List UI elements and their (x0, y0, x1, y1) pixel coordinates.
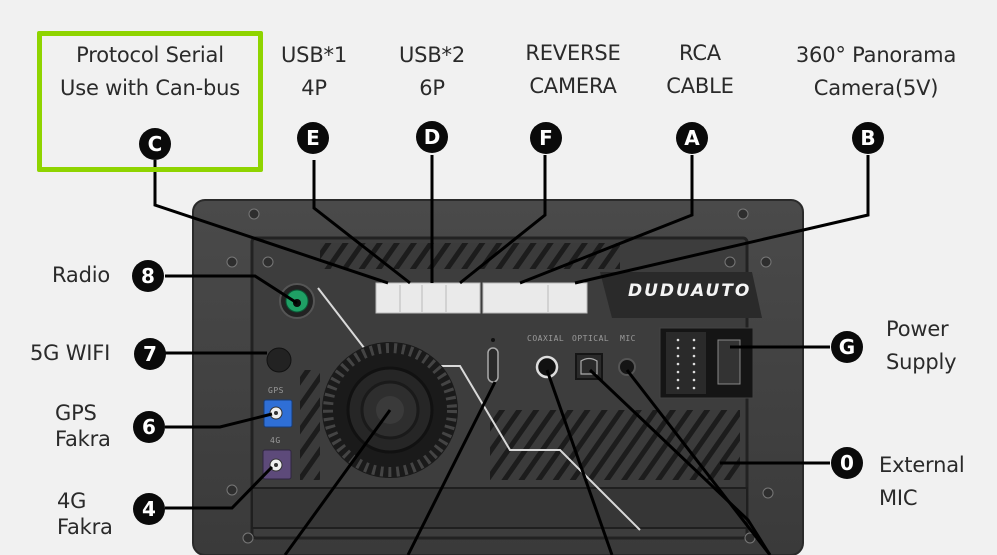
power-supply-connector (659, 327, 754, 399)
screws (226, 208, 774, 544)
multi-pin-connectors (375, 282, 588, 314)
4g-port-label: 4G (270, 436, 281, 445)
radio-connector (279, 283, 315, 319)
callout-badge-8: 8 (132, 260, 164, 292)
callout-label-gps-fakra: GPS Fakra (55, 400, 111, 452)
callout-label-external-mic: External MIC (879, 449, 965, 515)
mic-port (618, 358, 636, 376)
callout-badge-7: 7 (134, 338, 166, 370)
callout-label-power-supply: Power Supply (886, 313, 957, 379)
callout-label-usb1: USB*1 4P (266, 39, 362, 105)
leader-lines (153, 155, 870, 555)
label-line: USB*1 (281, 43, 347, 67)
label-line: 4G (57, 489, 87, 513)
side-vent (300, 370, 320, 480)
label-line: 6P (419, 76, 445, 100)
label-line: CAMERA (529, 74, 617, 98)
coaxial-port (535, 355, 559, 379)
callout-label-protocol-serial: Protocol Serial Use with Can-bus (45, 39, 255, 105)
label-line: GPS (55, 401, 97, 425)
callout-badge-c: C (139, 128, 171, 160)
label-line: Fakra (57, 515, 113, 539)
brand-logo: DUDUAUTO (628, 281, 752, 301)
label-line: Power (886, 317, 949, 341)
brand-plate (600, 272, 762, 318)
label-line: Protocol Serial (76, 43, 224, 67)
callout-badge-g: G (831, 331, 863, 363)
label-line: USB*2 (399, 43, 465, 67)
callout-badge-a: A (676, 122, 708, 154)
usb-c-port (487, 347, 499, 383)
lower-vent (490, 410, 740, 480)
label-line: 4P (301, 76, 327, 100)
label-line: Camera(5V) (813, 76, 939, 100)
callout-label-reverse-camera: REVERSE CAMERA (508, 37, 638, 103)
callout-label-rca-cable: RCA CABLE (650, 37, 750, 103)
callout-label-usb2: USB*2 6P (384, 39, 480, 105)
coaxial-port-label: COAXIAL (527, 334, 565, 343)
label-line: MIC (879, 486, 918, 510)
optical-port-label: OPTICAL (572, 334, 610, 343)
callout-label-360-camera: 360° Panorama Camera(5V) (778, 39, 974, 105)
label-line: 5G WIFI (30, 341, 111, 365)
wifi-antenna-port (266, 347, 292, 373)
callout-badge-d: D (416, 121, 448, 153)
4g-fakra-port (262, 449, 292, 480)
callout-badge-e: E (297, 122, 329, 154)
callout-label-radio: Radio (52, 259, 110, 292)
label-line: RCA (679, 41, 721, 65)
label-line: CABLE (666, 74, 734, 98)
highlight-box-canbus (37, 31, 263, 172)
label-line: External (879, 453, 965, 477)
label-line: 360° Panorama (795, 43, 957, 67)
callout-badge-0: 0 (831, 447, 863, 479)
callout-label-5g-wifi: 5G WIFI (30, 337, 110, 370)
indicator-hole (491, 338, 495, 342)
gps-port-label: GPS (268, 386, 284, 395)
callout-badge-4: 4 (133, 493, 165, 525)
bottom-strip (251, 487, 748, 529)
mic-port-label: MIC (620, 334, 636, 343)
callout-badge-b: B (852, 122, 884, 154)
callout-badge-f: F (530, 122, 562, 154)
label-line: Radio (52, 263, 111, 287)
callout-badge-6: 6 (133, 411, 165, 443)
label-line: REVERSE (525, 41, 621, 65)
label-line: Use with Can-bus (60, 76, 240, 100)
callout-label-4g-fakra: 4G Fakra (57, 488, 113, 540)
label-line: Supply (886, 350, 957, 374)
label-line: Fakra (55, 427, 111, 451)
optical-port (575, 353, 603, 380)
